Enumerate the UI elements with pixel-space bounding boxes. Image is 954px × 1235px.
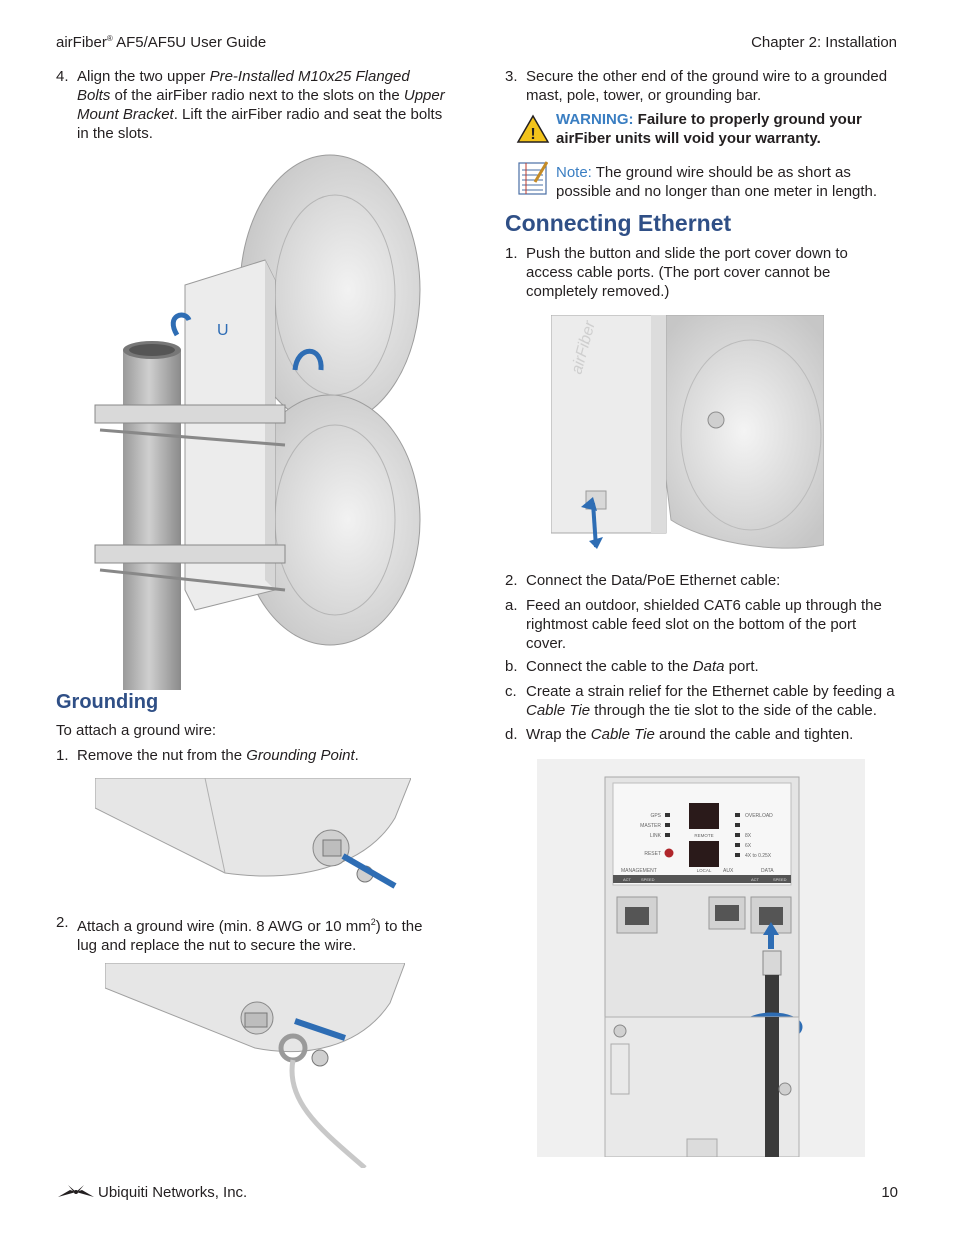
reset-button[interactable] [664,848,674,858]
ethernet-step-1: 1. Push the button and slide the port co… [505,245,848,300]
label-aux: AUX [723,868,734,874]
ubiquiti-logo-icon [56,1184,96,1198]
label-local: LOCAL [697,868,712,873]
warning-icon: ! [516,114,550,144]
footer-company: Ubiquiti Networks, Inc. [98,1184,248,1201]
ethernet-step-a: a. Feed an outdoor, shielded CAT6 cable … [505,597,882,652]
label-4x: 4X to 0.25X [745,853,772,859]
grounding-nut-illustration [95,778,411,898]
label-reset: RESET [644,851,661,857]
step-4: 4. Align the two upper Pre-Installed M10… [56,68,445,142]
svg-text:U: U [217,322,229,339]
note-text: Note: The ground wire should be as short… [556,164,878,200]
remote-display [689,803,719,829]
label-8x: 8X [745,833,752,839]
ethernet-step-2: 2. Connect the Data/PoE Ethernet cable: [505,572,781,589]
grounding-heading: Grounding [56,691,159,713]
grounding-intro: To attach a ground wire: [56,722,217,739]
label-link: LINK [650,833,662,839]
note-icon [518,160,548,196]
grounding-step-2: 2. Attach a ground wire (min. 8 AWG or 1… [56,914,423,954]
label-data: DATA [761,868,774,874]
header-chapter: Chapter 2: Installation [751,34,897,51]
page-number: 10 [881,1184,898,1201]
label-speed-2: SPEED [773,877,787,882]
port-panel-illustration: GPS MASTER LINK RESET REMOTE LOCAL OVERL… [537,759,865,1157]
mount-illustration: U [85,150,425,690]
ethernet-heading: Connecting Ethernet [505,210,732,236]
local-display [689,841,719,867]
grounding-wire-illustration [105,963,405,1168]
ethernet-step-b: b. Connect the cable to the Data port. [505,658,759,675]
ethernet-step-d: d. Wrap the Cable Tie around the cable a… [505,726,854,743]
label-master: MASTER [640,823,661,829]
label-overload: OVERLOAD [745,813,773,819]
step-3: 3. Secure the other end of the ground wi… [505,68,888,104]
label-remote: REMOTE [694,833,713,838]
label-gps: GPS [650,813,661,819]
warning-text: WARNING: Failure to properly ground your… [556,111,862,147]
svg-text:!: ! [530,126,535,143]
port-cover-illustration: airFiber [551,315,824,550]
ethernet-step-c: c. Create a strain relief for the Ethern… [505,683,895,719]
label-act-2: ACT [751,877,760,882]
header-title: airFiber® AF5/AF5U User Guide [56,34,267,51]
label-speed-1: SPEED [641,877,655,882]
label-act-1: ACT [623,877,632,882]
label-6x: 6X [745,843,752,849]
label-management: MANAGEMENT [621,868,657,874]
grounding-step-1: 1. Remove the nut from the Grounding Poi… [56,747,359,764]
